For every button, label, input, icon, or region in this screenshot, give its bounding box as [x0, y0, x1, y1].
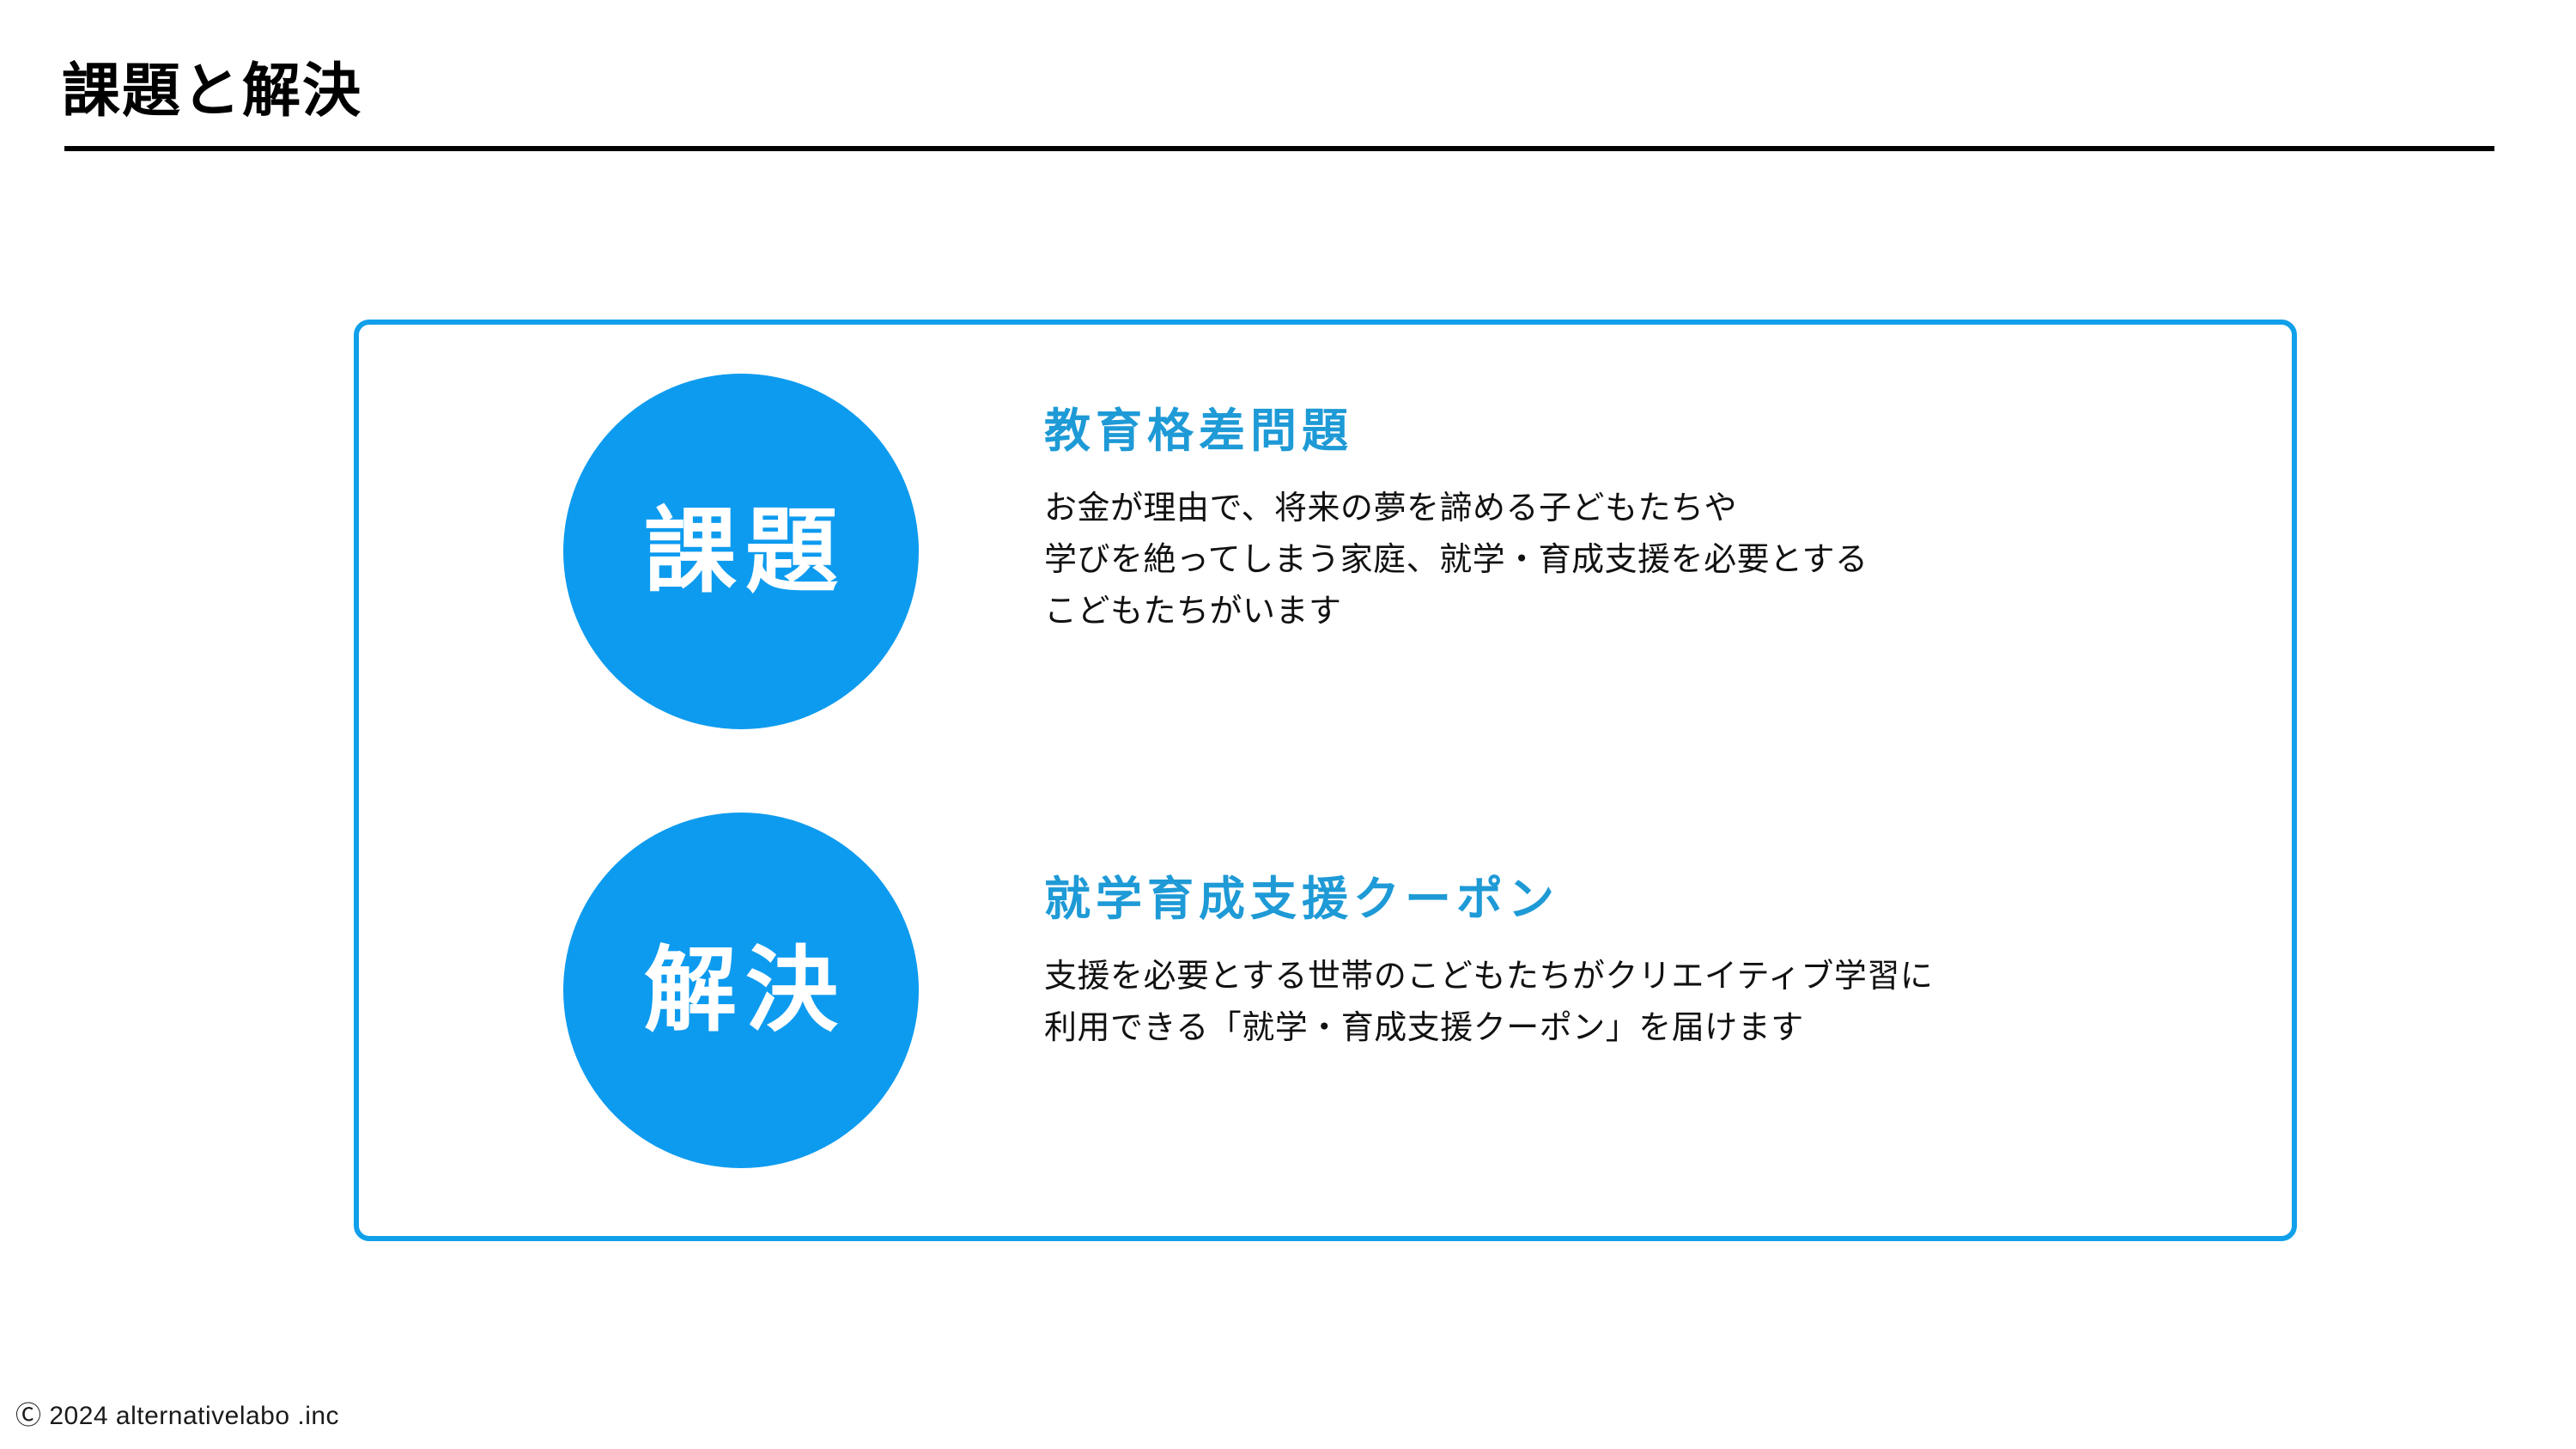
solution-heading: 就学育成支援クーポン	[1044, 874, 1559, 925]
problem-badge-label: 課題	[643, 499, 847, 603]
problem-body: お金が理由で、将来の夢を諦める子どもたちや 学びを絶ってしまう家庭、就学・育成支…	[1044, 483, 2263, 637]
footer-copyright: Ⓒ 2024 alternativelabo .inc	[15, 1402, 340, 1430]
solution-badge-circle: 解決	[563, 813, 919, 1168]
title-underline-divider	[64, 146, 2494, 151]
solution-text-block: 就学育成支援クーポン 支援を必要とする世帯のこどもたちがクリエイティブ学習に 利…	[1044, 813, 2263, 1054]
problem-body-line: 学びを絶ってしまう家庭、就学・育成支援を必要とする	[1044, 542, 1868, 579]
solution-body-line: 利用できる「就学・育成支援クーポン」を届けます	[1044, 1010, 1804, 1047]
problem-heading: 教育格差問題	[1044, 405, 1353, 457]
page-title: 課題と解決	[62, 58, 363, 124]
solution-badge-label: 解決	[643, 938, 847, 1042]
solution-row: 解決 就学育成支援クーポン 支援を必要とする世帯のこどもたちがクリエイティブ学習…	[359, 813, 2292, 1169]
problem-body-line: こどもたちがいます	[1044, 594, 1342, 630]
content-card: 課題 教育格差問題 お金が理由で、将来の夢を諦める子どもたちや 学びを絶ってしま…	[354, 320, 2297, 1241]
solution-body-line: 支援を必要とする世帯のこどもたちがクリエイティブ学習に	[1044, 959, 1934, 995]
problem-body-line: お金が理由で、将来の夢を諦める子どもたちや	[1044, 490, 1737, 527]
problem-text-block: 教育格差問題 お金が理由で、将来の夢を諦める子どもたちや 学びを絶ってしまう家庭…	[1044, 374, 2263, 637]
solution-body: 支援を必要とする世帯のこどもたちがクリエイティブ学習に 利用できる「就学・育成支…	[1044, 951, 2263, 1054]
problem-row: 課題 教育格差問題 お金が理由で、将来の夢を諦める子どもたちや 学びを絶ってしま…	[359, 374, 2292, 730]
problem-badge-circle: 課題	[563, 374, 919, 729]
